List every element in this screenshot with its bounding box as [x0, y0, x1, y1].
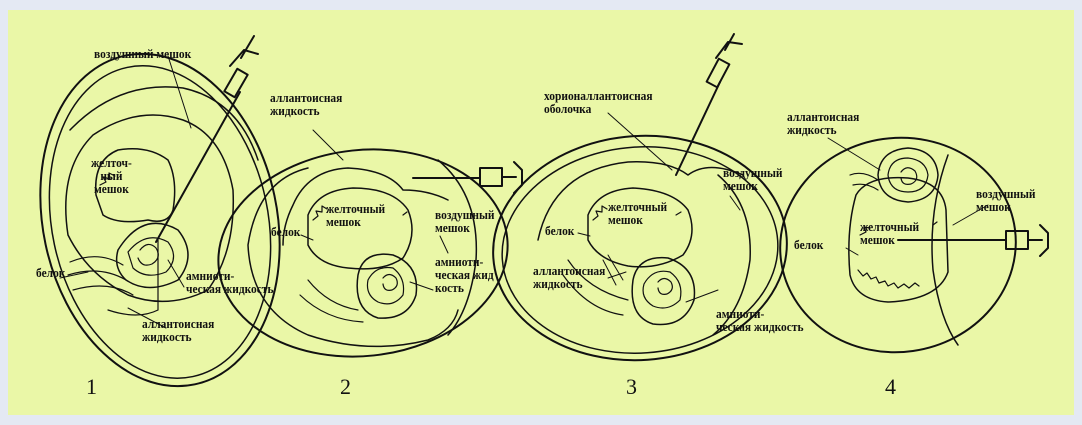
egg-2-shell: [208, 135, 518, 370]
egg-3-yolk-sac-label: желточный мешок: [608, 200, 667, 226]
egg-1-shell-inner: [22, 45, 299, 399]
egg-2-air-sac-label: воздушный мешок: [435, 208, 494, 234]
egg-4-white-label: белок: [794, 238, 823, 251]
egg-3-air-sac-label: воздушный мешок: [723, 166, 782, 192]
egg-3-amniotic-label: амниоти- ческая жидкость: [716, 307, 804, 333]
egg-4-yolk-sac-label: желточный мешок: [860, 220, 919, 246]
egg-inoculation-diagram: [8, 10, 1074, 415]
egg-2-white-label: белок: [271, 225, 300, 238]
panel-number-1: 1: [86, 374, 97, 400]
egg-1-air-sac-membrane: [70, 87, 258, 160]
egg-3-chorioallantoic-label: хорионаллантоисная оболочка: [544, 89, 653, 115]
figure-panel: воздушный мешок желточ- ный мешок белок …: [8, 10, 1074, 415]
egg-1-drawing: [11, 31, 310, 408]
panel-number-4: 4: [885, 374, 896, 400]
egg-1-allantoic-label: аллантоисная жидкость: [142, 317, 214, 343]
egg-1-yolk-sac-label: желточ- ный мешок: [91, 156, 132, 195]
egg-3-white-label: белок: [545, 224, 574, 237]
egg-4-air-sac-label: воздушный мешок: [976, 187, 1035, 213]
panel-number-3: 3: [626, 374, 637, 400]
egg-1-white-label: белок: [36, 266, 65, 279]
egg-1-amniotic-label: амниоти- ческая жидкость: [186, 269, 274, 295]
egg-1-air-sac-label: воздушный мешок: [94, 47, 191, 60]
egg-2-allantoic-label: аллантоисная жидкость: [270, 91, 342, 117]
egg-2-yolk-sac-label: желточный мешок: [326, 202, 385, 228]
egg-4-allantoic-label: аллантоисная жидкость: [787, 110, 859, 136]
egg-1-shell: [11, 31, 310, 408]
panel-number-2: 2: [340, 374, 351, 400]
egg-3-allantoic-label: аллантоисная жидкость: [533, 264, 605, 290]
egg-2-amniotic-label: амниоти- ческая жид кость: [435, 255, 494, 294]
egg-4-embryo-sac: [878, 148, 938, 202]
egg-2-air-sac: [438, 160, 476, 335]
